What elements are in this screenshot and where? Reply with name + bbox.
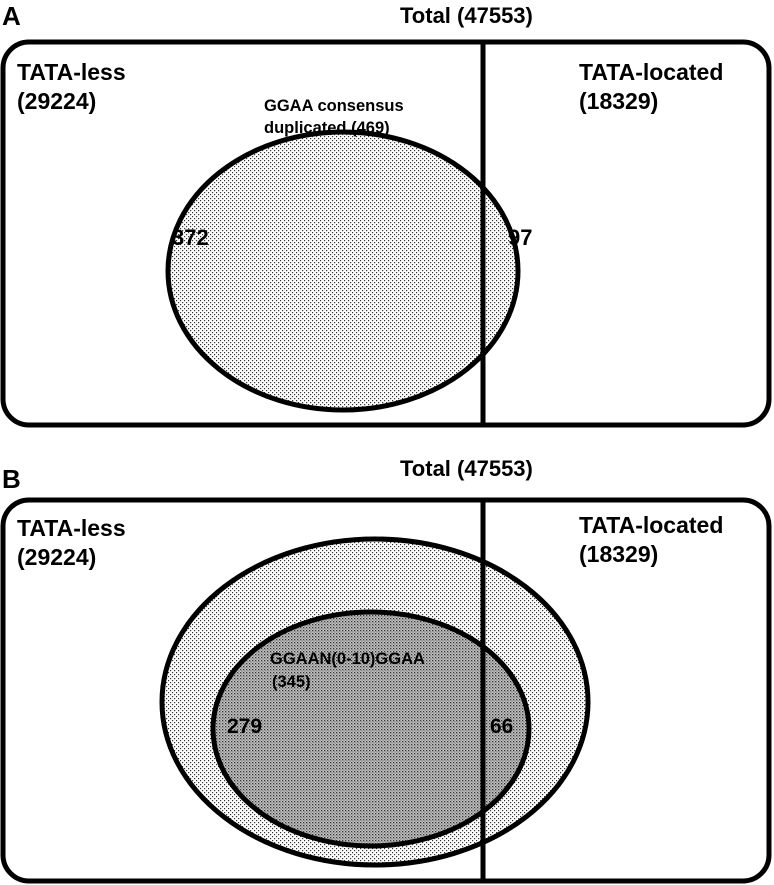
panel-a-tata-less-count: (29224) <box>17 88 96 114</box>
panel-b: B Total (47553) TATA-less (29224) TATA-l… <box>0 456 772 884</box>
panel-b-inner-ellipse <box>210 609 532 849</box>
panel-b-motif-line2: (345) <box>272 673 311 691</box>
panel-a-tata-located-count: (18329) <box>579 88 658 114</box>
panel-a-motif-line2: duplicated (469) <box>264 119 390 137</box>
panel-a-tata-less-name: TATA-less <box>17 59 126 85</box>
panel-a-motif-line1: GGAA consensus <box>264 97 404 115</box>
panel-a-ggaa-ellipse <box>165 129 521 413</box>
panel-a: A Total (47553) TATA-less (29224) TATA-l… <box>0 1 772 428</box>
panel-a-right-count: 97 <box>508 225 532 250</box>
panel-a-left-count: 372 <box>172 225 209 250</box>
panel-b-left-count: 279 <box>227 715 262 738</box>
panel-b-letter: B <box>2 464 21 494</box>
panel-b-total-label: Total (47553) <box>400 456 533 481</box>
panel-a-total-label: Total (47553) <box>400 3 533 28</box>
panel-b-tata-less-count: (29224) <box>17 544 96 570</box>
panel-a-tata-located-name: TATA-located <box>579 59 723 85</box>
panel-b-tata-less-name: TATA-less <box>17 515 126 541</box>
panel-b-motif-line1: GGAAN(0-10)GGAA <box>270 650 425 668</box>
panel-b-tata-located-name: TATA-located <box>579 512 723 538</box>
panel-b-tata-located-count: (18329) <box>579 541 658 567</box>
panel-a-letter: A <box>2 1 21 31</box>
panel-b-right-count: 66 <box>490 715 513 738</box>
